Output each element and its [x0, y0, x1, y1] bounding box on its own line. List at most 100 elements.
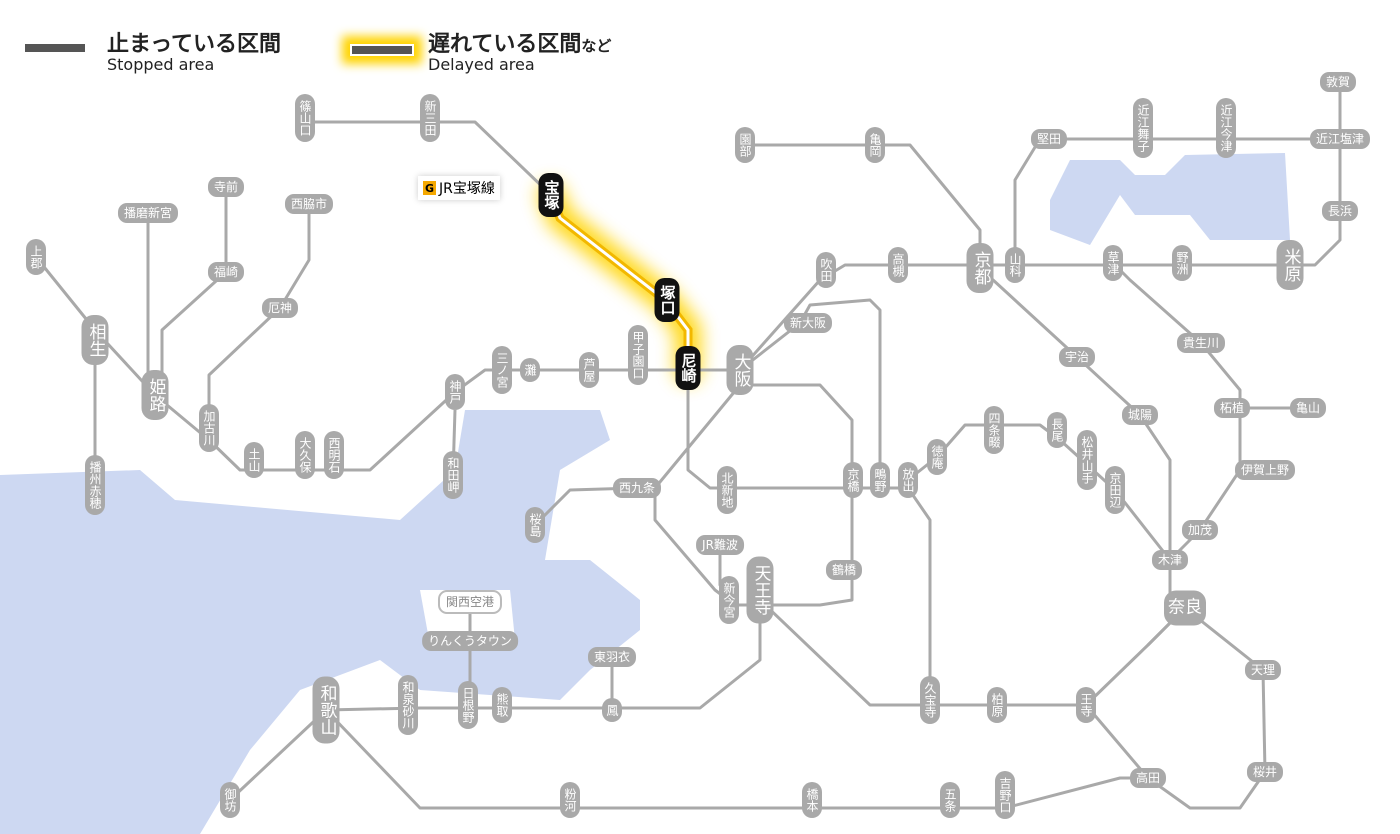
- station-12[interactable]: 姫路: [141, 370, 169, 420]
- station-30[interactable]: 草津: [1103, 245, 1123, 281]
- station-2[interactable]: 宝塚: [538, 173, 564, 217]
- station-45[interactable]: 亀山: [1289, 398, 1327, 418]
- station-14[interactable]: 土山: [244, 442, 264, 478]
- station-43[interactable]: 貴生川: [1176, 333, 1226, 353]
- station-71[interactable]: 関西空港: [437, 590, 503, 614]
- station-23[interactable]: 甲子園口: [628, 325, 648, 385]
- station-15[interactable]: 大久保: [295, 431, 315, 479]
- station-72[interactable]: りんくうタウン: [422, 631, 518, 651]
- station-1[interactable]: 新三田: [420, 94, 440, 142]
- station-63[interactable]: 京田辺: [1105, 466, 1125, 514]
- rail-line-5[interactable]: [160, 187, 228, 380]
- station-75[interactable]: 東羽衣: [587, 647, 637, 667]
- rail-line-18[interactable]: [978, 266, 1172, 608]
- station-65[interactable]: 西九条: [612, 478, 662, 498]
- station-37[interactable]: 近江舞子: [1133, 98, 1153, 158]
- station-56[interactable]: 放出: [898, 462, 918, 498]
- station-47[interactable]: 加茂: [1181, 520, 1219, 540]
- station-36[interactable]: 近江今津: [1216, 98, 1236, 158]
- station-10[interactable]: 厄神: [261, 298, 299, 318]
- station-4[interactable]: 尼崎: [675, 346, 701, 390]
- station-69[interactable]: 天王寺: [746, 556, 774, 624]
- station-81[interactable]: 橋本: [802, 782, 822, 818]
- station-32[interactable]: 米原: [1276, 240, 1304, 290]
- delayed-label-ja: 遅れている区間など: [428, 26, 611, 58]
- station-78[interactable]: 和歌山: [312, 676, 340, 744]
- station-83[interactable]: 吉野口: [995, 771, 1015, 819]
- station-79[interactable]: 御坊: [220, 782, 240, 818]
- station-53[interactable]: 王寺: [1076, 687, 1096, 723]
- station-57[interactable]: 鴫野: [870, 462, 890, 498]
- station-7[interactable]: 西脇市: [284, 194, 334, 214]
- station-64[interactable]: 北新地: [717, 466, 737, 514]
- station-68[interactable]: 新今宮: [719, 576, 739, 624]
- station-62[interactable]: 松井山手: [1077, 430, 1097, 490]
- station-35[interactable]: 敦賀: [1319, 72, 1357, 92]
- delayed-label-main: 遅れている区間: [428, 32, 582, 57]
- station-70[interactable]: 鶴橋: [825, 560, 863, 580]
- station-73[interactable]: 日根野: [458, 681, 478, 729]
- rail-line-12[interactable]: [653, 383, 854, 607]
- rail-line-23[interactable]: [758, 598, 930, 707]
- station-17[interactable]: 神戸: [445, 374, 465, 410]
- station-3[interactable]: 塚口: [654, 278, 680, 322]
- station-6[interactable]: 播磨新宮: [117, 203, 179, 223]
- station-16[interactable]: 西明石: [324, 431, 344, 479]
- rail-line-0[interactable]: [305, 120, 553, 197]
- station-0[interactable]: 篠山口: [295, 94, 315, 142]
- station-59[interactable]: 徳庵: [927, 439, 947, 475]
- stopped-label-en: Stopped area: [107, 55, 215, 74]
- station-76[interactable]: 鳳: [602, 698, 622, 722]
- station-13[interactable]: 加古川: [199, 404, 219, 452]
- station-77[interactable]: 和泉砂川: [398, 675, 418, 735]
- station-67[interactable]: JR難波: [696, 535, 744, 555]
- line-label-jr-takarazuka[interactable]: G JR宝塚線: [418, 176, 500, 200]
- station-22[interactable]: 芦屋: [579, 352, 599, 388]
- station-41[interactable]: 宇治: [1058, 347, 1096, 367]
- station-51[interactable]: 桜井: [1246, 762, 1284, 782]
- station-38[interactable]: 堅田: [1030, 129, 1068, 149]
- station-25[interactable]: 新大阪: [783, 313, 833, 333]
- station-9[interactable]: 福崎: [207, 262, 245, 282]
- station-40[interactable]: 亀岡: [865, 127, 885, 163]
- station-21[interactable]: 灘: [520, 358, 540, 382]
- station-50[interactable]: 天理: [1244, 660, 1282, 680]
- station-55[interactable]: 久宝寺: [920, 676, 940, 724]
- station-46[interactable]: 伊賀上野: [1234, 460, 1296, 480]
- station-49[interactable]: 奈良: [1164, 590, 1206, 626]
- stopped-swatch: [25, 44, 85, 52]
- station-34[interactable]: 近江塩津: [1309, 129, 1371, 149]
- station-29[interactable]: 山科: [1005, 247, 1025, 283]
- station-80[interactable]: 粉河: [560, 782, 580, 818]
- station-18[interactable]: 和田岬: [443, 451, 463, 499]
- rail-line-15[interactable]: [228, 590, 762, 802]
- station-39[interactable]: 園部: [735, 127, 755, 163]
- station-48[interactable]: 木津: [1151, 550, 1189, 570]
- station-8[interactable]: 上郡: [26, 239, 46, 275]
- station-82[interactable]: 五条: [940, 782, 960, 818]
- station-52[interactable]: 高田: [1129, 768, 1167, 788]
- rail-line-10[interactable]: [1013, 137, 1340, 265]
- station-24[interactable]: 大阪: [726, 345, 754, 395]
- station-54[interactable]: 柏原: [987, 687, 1007, 723]
- station-28[interactable]: 京都: [966, 243, 994, 293]
- station-27[interactable]: 高槻: [888, 247, 908, 283]
- station-33[interactable]: 長浜: [1321, 201, 1359, 221]
- station-26[interactable]: 吹田: [816, 252, 836, 288]
- rail-line-21[interactable]: [906, 487, 1267, 810]
- station-42[interactable]: 城陽: [1121, 405, 1159, 425]
- station-31[interactable]: 野洲: [1172, 245, 1192, 281]
- rail-line-25[interactable]: [324, 708, 1148, 810]
- station-58[interactable]: 京橋: [843, 462, 863, 498]
- rail-line-24[interactable]: [907, 423, 1172, 561]
- station-11[interactable]: 相生: [81, 315, 109, 365]
- station-20[interactable]: 三ノ宮: [492, 346, 512, 394]
- station-66[interactable]: 桜島: [525, 507, 545, 543]
- station-61[interactable]: 長尾: [1047, 412, 1067, 448]
- station-74[interactable]: 熊取: [492, 687, 512, 723]
- station-60[interactable]: 四条畷: [984, 406, 1004, 454]
- station-5[interactable]: 寺前: [207, 177, 245, 197]
- station-19[interactable]: 播州赤穂: [85, 455, 105, 515]
- rail-line-9[interactable]: [745, 143, 982, 268]
- station-44[interactable]: 柘植: [1213, 398, 1251, 418]
